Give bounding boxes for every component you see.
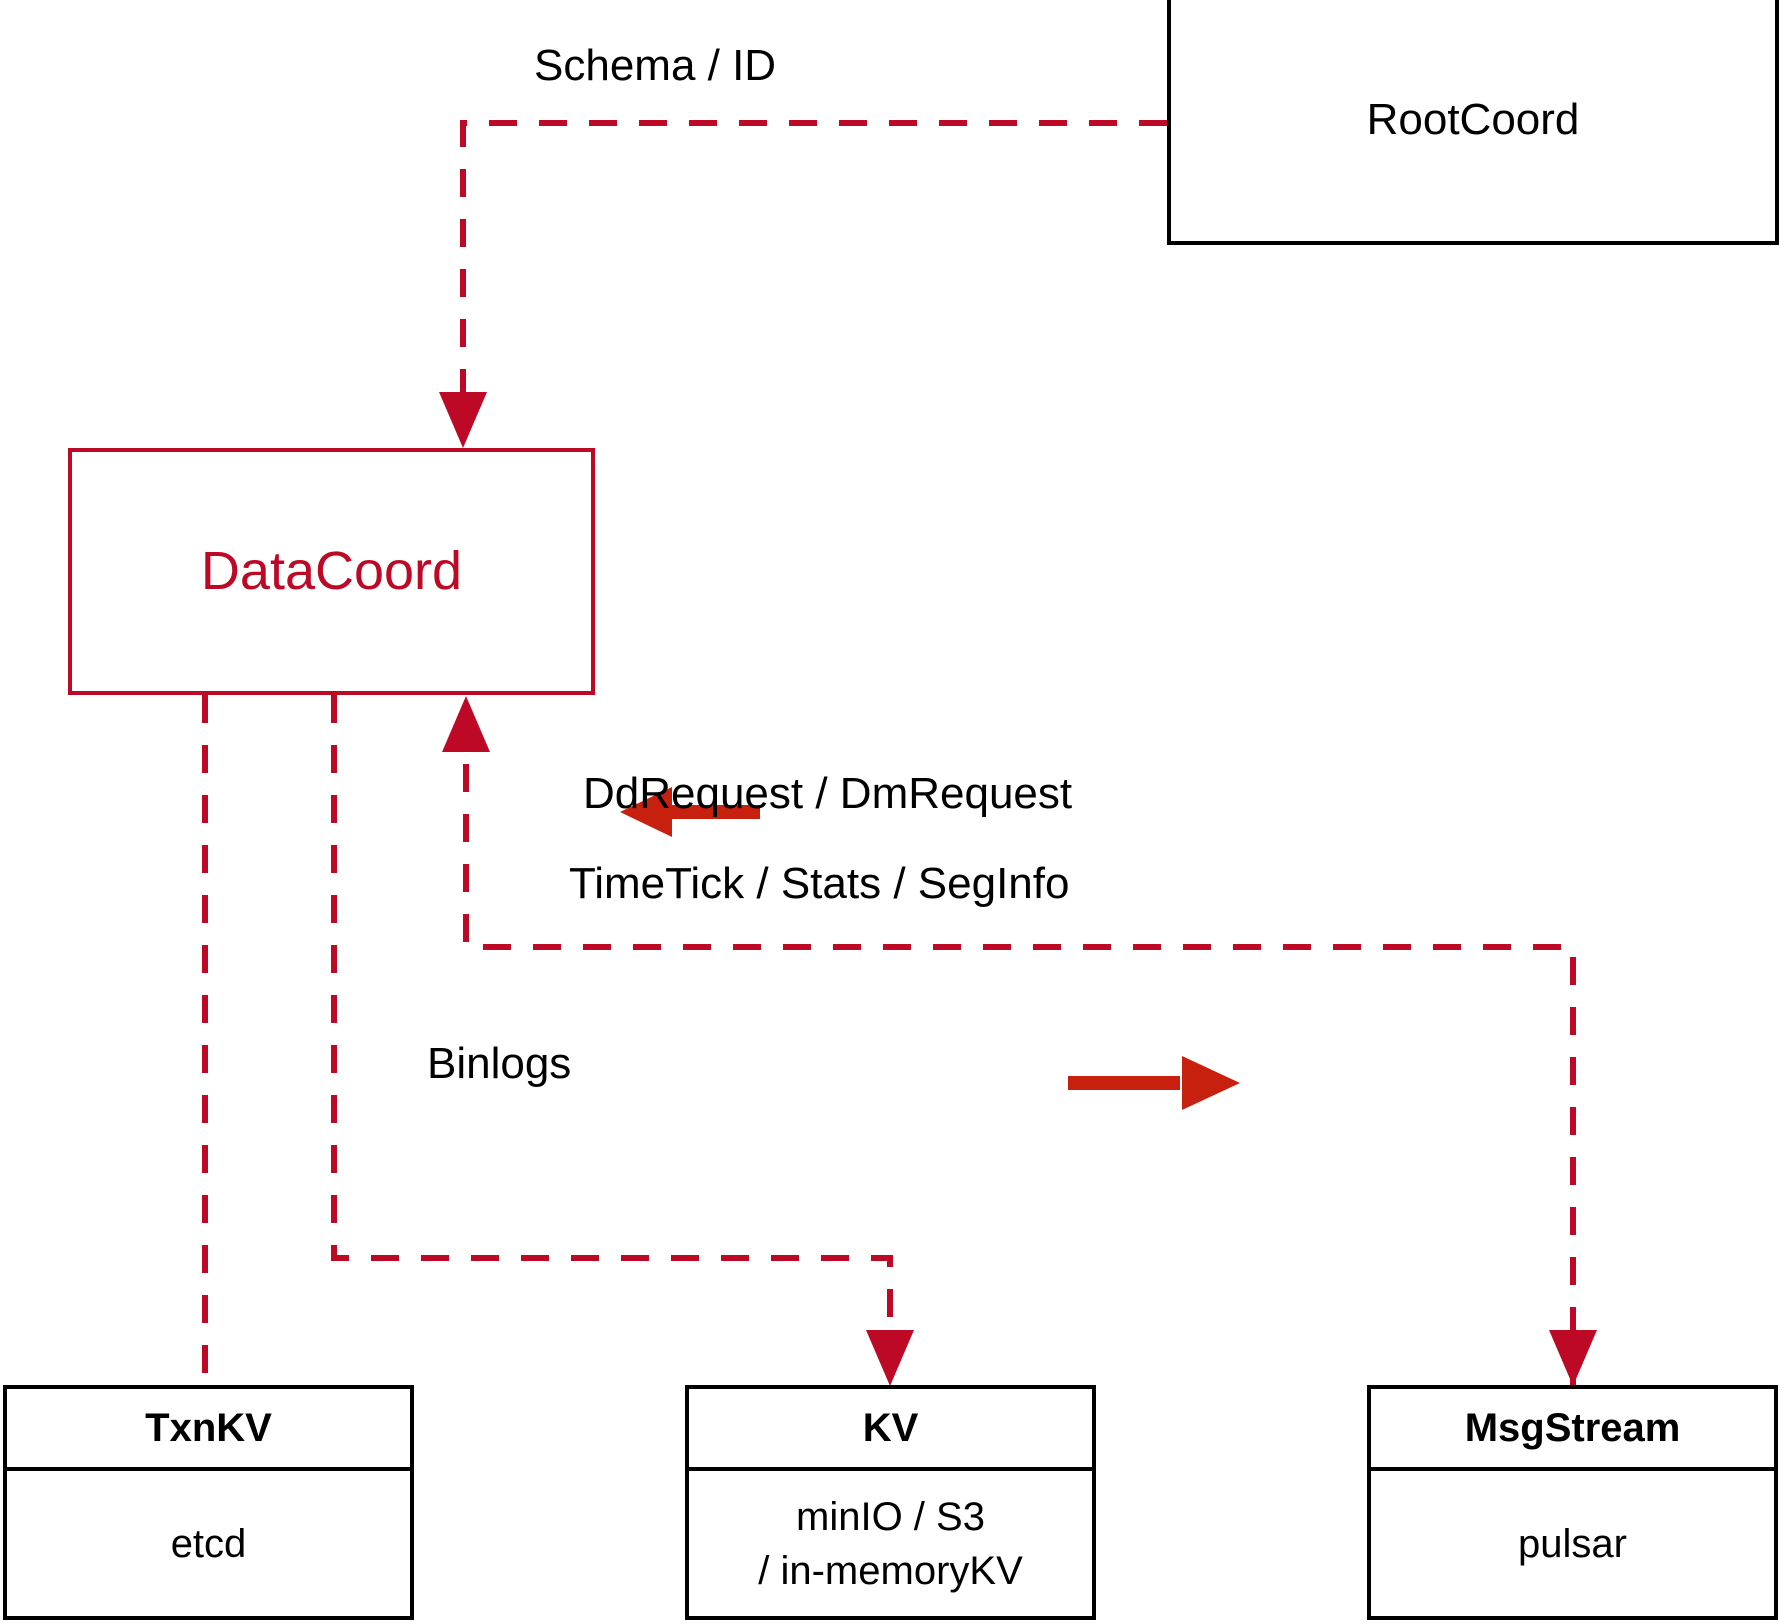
edge-label-timetick-stats-seginfo: TimeTick / Stats / SegInfo [569,859,1070,908]
node-txnkv-body: etcd [170,1521,247,1566]
edge-label-dd-dm-request: DdRequest / DmRequest [583,769,1073,818]
node-datacoord[interactable]: DataCoord [68,448,595,695]
node-kv-divider [689,1467,1092,1471]
node-kv-body-line1: minIO / S3 [796,1494,985,1539]
direction-arrow-right [1068,1056,1240,1110]
edge-label-schema-id: Schema / ID [534,41,777,90]
node-msgstream-body: pulsar [1518,1521,1627,1566]
edge-datacoord-to-kv [331,695,914,1386]
edge-rootcoord-to-datacoord [439,120,1167,448]
node-txnkv-divider [7,1467,410,1471]
edge-label-binlogs: Binlogs [427,1039,572,1088]
node-txnkv-title: TxnKV [145,1406,272,1450]
node-rootcoord-title: RootCoord [1366,95,1580,145]
node-txnkv[interactable]: TxnKV etcd [3,1385,414,1620]
node-rootcoord[interactable]: RootCoord [1167,0,1779,245]
node-kv[interactable]: KV minIO / S3 / in-memoryKV [685,1385,1096,1620]
node-kv-body-line2: / in-memoryKV [758,1548,1023,1593]
node-msgstream[interactable]: MsgStream pulsar [1367,1385,1778,1620]
node-msgstream-divider [1371,1467,1774,1471]
direction-arrow-left [620,787,760,837]
node-kv-title: KV [862,1406,919,1450]
node-msgstream-title: MsgStream [1464,1406,1681,1450]
node-datacoord-title: DataCoord [200,541,463,602]
node-kv-body: minIO / S3 / in-memoryKV [689,1471,1092,1616]
edge-msgstream-to-datacoord [442,696,1597,1386]
